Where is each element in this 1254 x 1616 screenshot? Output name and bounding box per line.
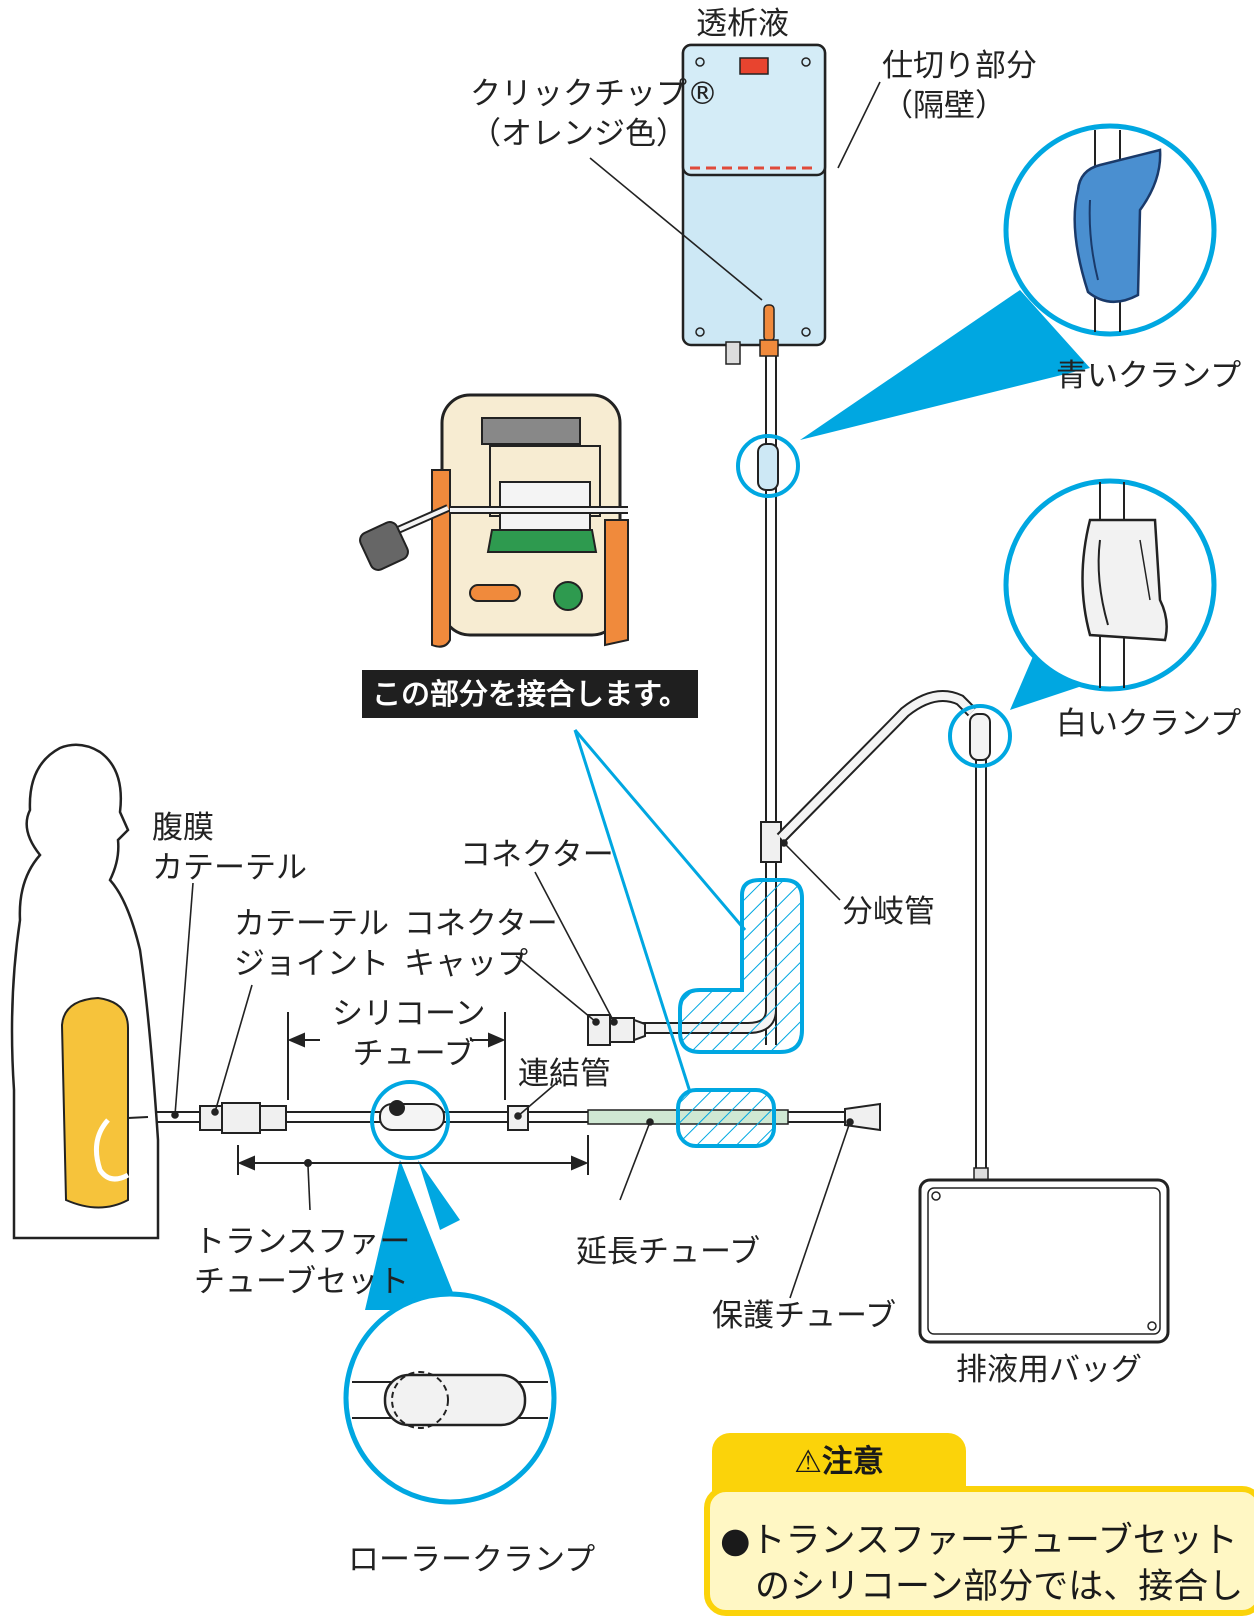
label-catheter-joint: カテーテル ジョイント <box>234 904 389 984</box>
roller-clamp-zoom <box>343 1291 557 1505</box>
label-peritoneal-catheter: 腹膜 カテーテル <box>152 808 307 888</box>
label-peritoneal-catheter-line2: カテーテル <box>152 850 307 886</box>
dialysis-system-diagram <box>10 43 1217 1505</box>
connecting-device <box>359 393 629 648</box>
white-clamp-zoom <box>1003 478 1217 692</box>
warning-triangle-icon: ⚠ <box>794 1444 822 1480</box>
blue-clamp-zoom <box>1003 123 1217 337</box>
drain-bag <box>918 1167 1170 1344</box>
branch-tube-fitting <box>760 821 782 863</box>
label-transfer-set: トランスファー チューブセット <box>194 1222 410 1302</box>
caution-line1: ●トランスファーチューブセット <box>720 1521 1238 1561</box>
patient-silhouette <box>10 743 160 1240</box>
label-silicone-tube: シリコーン チューブ <box>332 994 485 1074</box>
blue-clamp-pointer <box>800 290 1090 440</box>
label-partition-line2: （隔壁） <box>882 88 1006 124</box>
join-region-tube <box>676 1088 776 1148</box>
label-link-tube: 連結管 <box>518 1056 611 1092</box>
label-transfer-set-line1: トランスファー <box>194 1224 411 1260</box>
label-connector-cap-line2: キャップ <box>404 946 528 982</box>
label-silicone-tube-line1: シリコーン <box>332 996 486 1032</box>
leader-lines <box>171 839 854 1299</box>
join-callout: この部分を接合します。 <box>362 670 698 718</box>
click-chip <box>763 304 775 342</box>
label-extension-tube: 延長チューブ <box>576 1234 761 1270</box>
label-roller-clamp: ローラークランプ <box>348 1542 596 1578</box>
label-silicone-tube-line2: チューブ <box>352 1036 475 1072</box>
label-drain-bag: 排液用バッグ <box>956 1352 1142 1388</box>
label-click-chip-line1: クリックチップ® <box>470 76 718 112</box>
transfer-set-tube <box>148 1080 881 1160</box>
label-catheter-joint-line1: カテーテル <box>234 906 389 942</box>
label-catheter-joint-line2: ジョイント <box>234 946 389 982</box>
join-region-connector <box>678 878 804 1054</box>
label-partition: 仕切り部分 （隔壁） <box>882 46 1037 126</box>
dimension-lines <box>237 1012 589 1175</box>
caution-title: 注意 <box>821 1444 884 1480</box>
label-connector-cap-line1: コネクター <box>404 906 558 942</box>
label-connector-cap: コネクター キャップ <box>404 904 558 984</box>
bag-tab <box>739 57 769 75</box>
label-white-clamp: 白いクランプ <box>1056 706 1242 742</box>
label-click-chip-line2: （オレンジ色） <box>470 116 687 152</box>
label-blue-clamp: 青いクランプ <box>1056 358 1242 394</box>
label-partition-line1: 仕切り部分 <box>882 48 1037 84</box>
blue-clamp-marker <box>736 434 800 498</box>
label-dialysate: 透析液 <box>696 6 789 42</box>
label-branch-tube: 分岐管 <box>842 894 935 930</box>
label-peritoneal-catheter-line1: 腹膜 <box>152 810 214 846</box>
caution-text: ●トランスファーチューブセット のシリコーン部分では、接合し <box>720 1518 1250 1610</box>
label-transfer-set-line2: チューブセット <box>194 1264 410 1300</box>
label-connector: コネクター <box>460 837 614 873</box>
caution-line2: のシリコーン部分では、接合し <box>720 1567 1244 1607</box>
label-click-chip: クリックチップ® （オレンジ色） <box>470 74 718 154</box>
label-protective-tube: 保護チューブ <box>712 1298 897 1334</box>
caution-header: ⚠注意 <box>712 1433 966 1491</box>
dialysate-bag <box>681 43 827 365</box>
roller-clamp-pointer <box>418 1160 460 1230</box>
white-clamp-marker <box>948 704 1012 768</box>
connector-cap <box>587 1014 646 1046</box>
